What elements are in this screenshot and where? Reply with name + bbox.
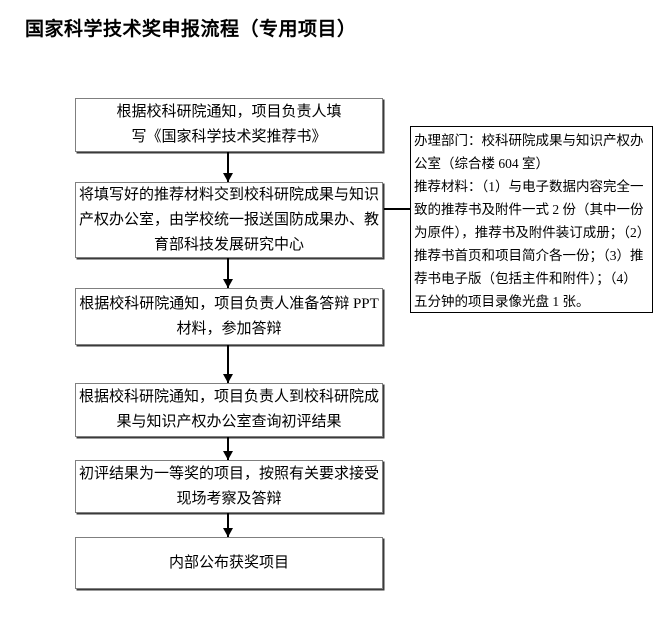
- down-arrow-connector-1: [227, 152, 229, 182]
- flow-step-5-text: 初评结果为一等奖的项目，按照有关要求接受 现场考察及答辩: [78, 465, 379, 507]
- flow-step-3-text: 根据校科研院通知，项目负责人准备答辩 PPT 材料，参加答辩: [79, 295, 379, 337]
- flow-step-6-text: 内部公布获奖项目: [168, 554, 289, 571]
- flow-step-5: 初评结果为一等奖的项目，按照有关要求接受 现场考察及答辩: [75, 460, 383, 513]
- flow-step-4-text: 根据校科研院通知，项目负责人到校科研院成 果与知识产权办公室查询初评结果: [78, 389, 379, 430]
- flow-step-3: 根据校科研院通知，项目负责人准备答辩 PPT 材料，参加答辩: [75, 288, 383, 345]
- down-arrow-connector-3: [227, 345, 229, 383]
- flow-step-2: 将填写好的推荐材料交到校科研院成果与知识 产权办公室，由学校统一报送国防成果办、…: [75, 182, 383, 258]
- down-arrow-connector-4: [227, 437, 229, 460]
- flow-step-2-text: 将填写好的推荐材料交到校科研院成果与知识 产权办公室，由学校统一报送国防成果办、…: [78, 186, 379, 253]
- note-box: 办理部门：校科研院成果与知识产权办 公室（综合楼 604 室） 推荐材料：（1）…: [410, 126, 653, 313]
- flow-step-6: 内部公布获奖项目: [75, 537, 383, 589]
- page-title: 国家科学技术奖申报流程（专用项目）: [25, 19, 357, 40]
- note-connector-line: [384, 208, 411, 210]
- flow-step-1-text: 根据校科研院通知，项目负责人填 写《国家科学技术奖推荐书》: [116, 104, 342, 145]
- flow-step-1: 根据校科研院通知，项目负责人填 写《国家科学技术奖推荐书》: [75, 98, 383, 152]
- down-arrow-connector-5: [227, 513, 229, 537]
- flow-step-4: 根据校科研院通知，项目负责人到校科研院成 果与知识产权办公室查询初评结果: [75, 383, 383, 437]
- note-text: 办理部门：校科研院成果与知识产权办 公室（综合楼 604 室） 推荐材料：（1）…: [414, 133, 651, 309]
- down-arrow-connector-2: [227, 258, 229, 288]
